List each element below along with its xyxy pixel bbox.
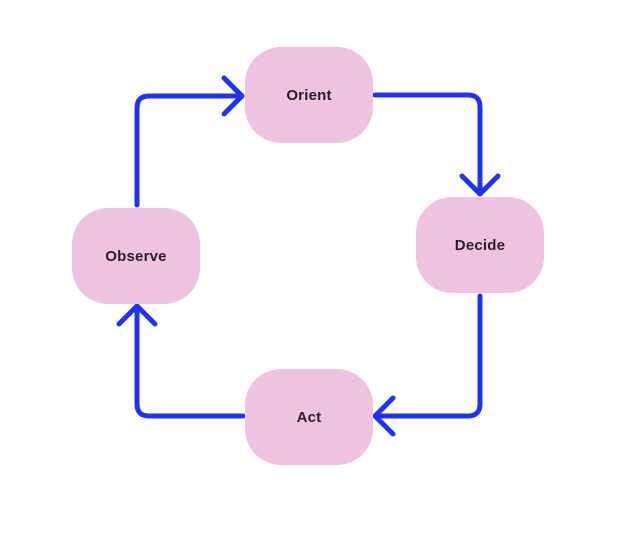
edge-observe-to-orient: [134, 93, 243, 208]
node-observe: Observe: [72, 208, 200, 304]
edge-orient-to-decide: [372, 92, 483, 195]
node-orient: Orient: [245, 47, 373, 143]
node-act: Act: [245, 369, 373, 465]
arrowhead-observe-to-orient: [221, 75, 245, 117]
node-orient-label: Orient: [286, 86, 332, 104]
node-decide-label: Decide: [454, 236, 506, 254]
arrowhead-orient-to-decide: [459, 173, 501, 197]
edge-act-to-observe: [134, 305, 246, 419]
arrowhead-decide-to-act: [372, 395, 396, 437]
node-observe-label: Observe: [105, 247, 167, 265]
edge-decide-to-act: [374, 293, 483, 419]
arrowhead-act-to-observe: [116, 303, 158, 327]
node-act-label: Act: [296, 408, 322, 426]
node-decide: Decide: [416, 197, 544, 293]
